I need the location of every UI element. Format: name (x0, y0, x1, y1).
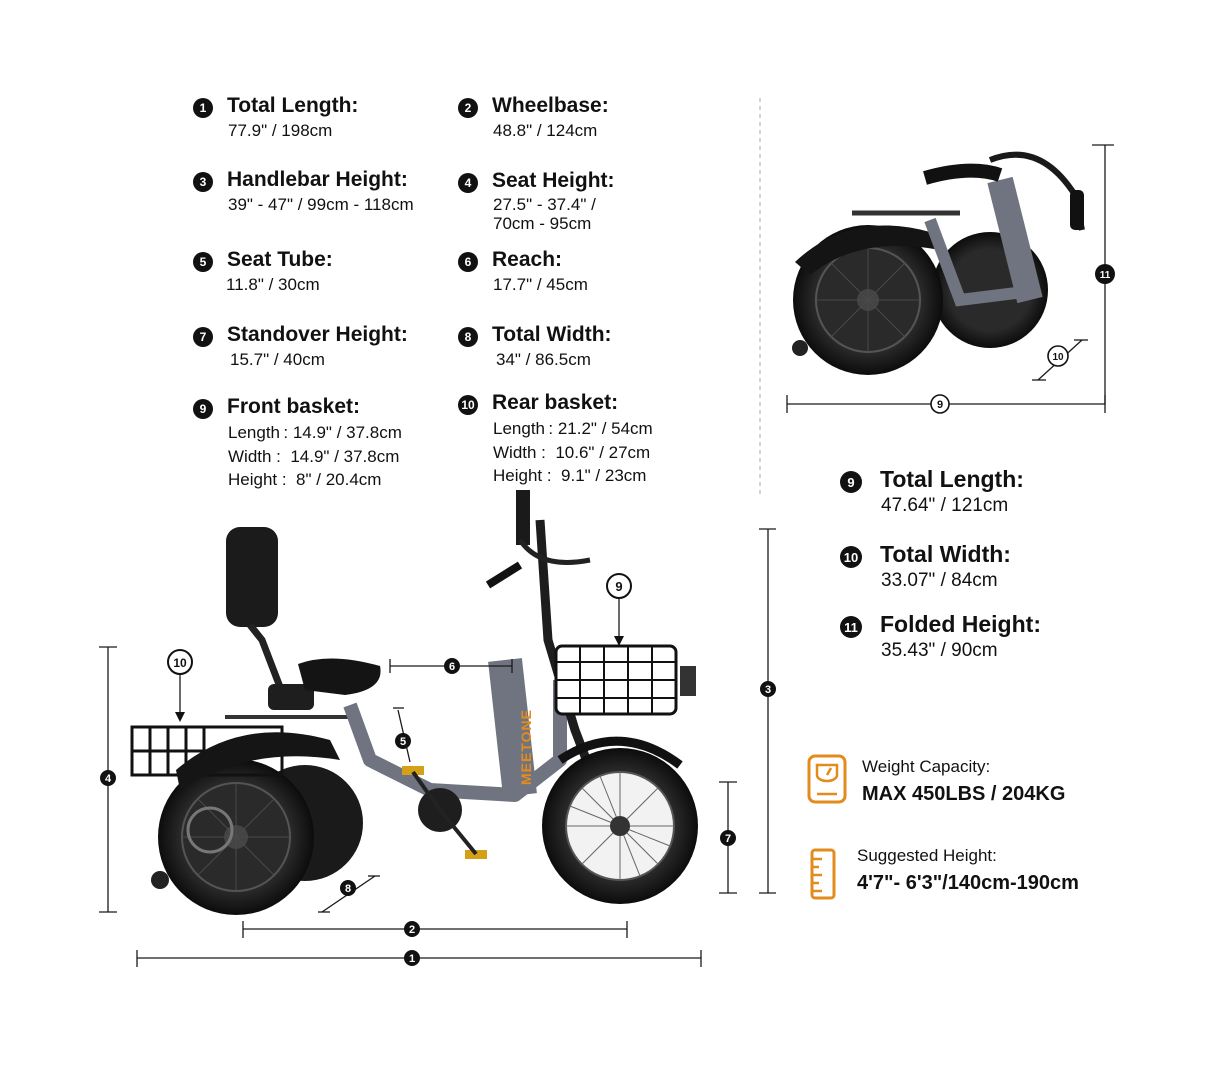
spec-number-badge: 3 (193, 172, 213, 192)
spec-value: 11.8" / 30cm (226, 275, 320, 294)
marker-2-label: 2 (409, 924, 415, 936)
marker-10: 10 (167, 649, 193, 675)
spec-label: Total Length: (880, 466, 1024, 492)
marker-3: 3 (760, 681, 776, 697)
brand-label: MEETONE (518, 709, 534, 785)
folded-marker-9: 9 (930, 394, 950, 414)
trike-illustration: MEETONE (130, 490, 698, 915)
weight-capacity-label: Weight Capacity: (862, 757, 991, 776)
marker-4: 4 (100, 770, 116, 786)
spec-number-badge: 10 (458, 395, 478, 415)
folded-marker-11-label: 11 (1100, 270, 1111, 281)
marker-1: 1 (404, 950, 420, 966)
marker-6: 6 (444, 658, 460, 674)
spec-label: Handlebar Height: (227, 168, 408, 191)
ruler-icon (810, 848, 836, 900)
folded-marker-10: 10 (1047, 345, 1069, 367)
spec-label: Total Width: (880, 541, 1011, 567)
spec-value: 27.5" - 37.4" / 70cm - 95cm (493, 195, 596, 233)
spec-number-badge: 7 (193, 327, 213, 347)
spec-value: 17.7" / 45cm (493, 275, 588, 294)
spec-number-badge: 10 (840, 546, 862, 568)
folded-marker-10-label: 10 (1052, 352, 1064, 363)
suggested-height-label: Suggested Height: (857, 846, 997, 865)
spec-value: 33.07" / 84cm (881, 570, 998, 591)
spec-value: 35.43" / 90cm (881, 640, 998, 661)
spec-label: Seat Height: (492, 169, 615, 192)
spec-label: Seat Tube: (227, 248, 333, 271)
dimension-markers: 1 2 3 4 5 6 7 8 9 10 9 10 11 (100, 264, 1115, 966)
weight-capacity-value: MAX 450LBS / 204KG (862, 783, 1066, 805)
spec-number-badge: 1 (193, 98, 213, 118)
spec-label: Total Length: (227, 94, 359, 117)
spec-label: Wheelbase: (492, 94, 609, 117)
spec-label: Folded Height: (880, 611, 1041, 637)
spec-value: 39" - 47" / 99cm - 118cm (228, 195, 414, 214)
marker-9: 9 (606, 573, 632, 599)
marker-6-label: 6 (449, 661, 455, 673)
spec-number-badge: 11 (840, 616, 862, 638)
spec-number-badge: 8 (458, 327, 478, 347)
spec-value: 77.9" / 198cm (228, 121, 333, 140)
marker-10-label: 10 (173, 656, 187, 670)
spec-number-badge: 9 (193, 399, 213, 419)
marker-3-label: 3 (765, 684, 771, 696)
spec-label: Standover Height: (227, 323, 408, 346)
spec-value: 34" / 86.5cm (496, 350, 591, 369)
marker-5: 5 (395, 733, 411, 749)
folded-marker-11: 11 (1095, 264, 1115, 284)
spec-label: Total Width: (492, 323, 612, 346)
spec-label: Reach: (492, 248, 563, 271)
spec-number-badge: 6 (458, 252, 478, 272)
marker-7: 7 (720, 830, 736, 846)
arrowheads (175, 636, 624, 722)
marker-7-label: 7 (725, 833, 731, 845)
spec-value: 15.7" / 40cm (230, 350, 325, 369)
spec-label: Rear basket: (492, 391, 619, 414)
spec-number-badge: 2 (458, 98, 478, 118)
spec-value: 48.8" / 124cm (493, 121, 598, 140)
spec-value: Length : 14.9" / 37.8cm Width : 14.9" / … (228, 423, 402, 489)
spec-number-badge: 5 (193, 252, 213, 272)
spec-value: Length : 21.2" / 54cm Width : 10.6" / 27… (493, 419, 653, 485)
marker-8-label: 8 (345, 883, 351, 895)
spec-number-badge: 4 (458, 173, 478, 193)
spec-label: Front basket: (227, 395, 361, 418)
marker-5-label: 5 (400, 736, 406, 748)
folded-marker-9-label: 9 (937, 399, 943, 411)
marker-1-label: 1 (409, 953, 415, 965)
spec-value: 47.64" / 121cm (881, 495, 1009, 516)
folded-trike-illustration (792, 151, 1085, 375)
suggested-height-value: 4'7"- 6'3"/140cm-190cm (857, 872, 1079, 894)
marker-4-label: 4 (105, 773, 112, 785)
marker-2: 2 (404, 921, 420, 937)
marker-8: 8 (340, 880, 356, 896)
spec-number-badge: 9 (840, 471, 862, 493)
scale-icon (807, 754, 847, 804)
marker-9-label: 9 (615, 579, 622, 594)
